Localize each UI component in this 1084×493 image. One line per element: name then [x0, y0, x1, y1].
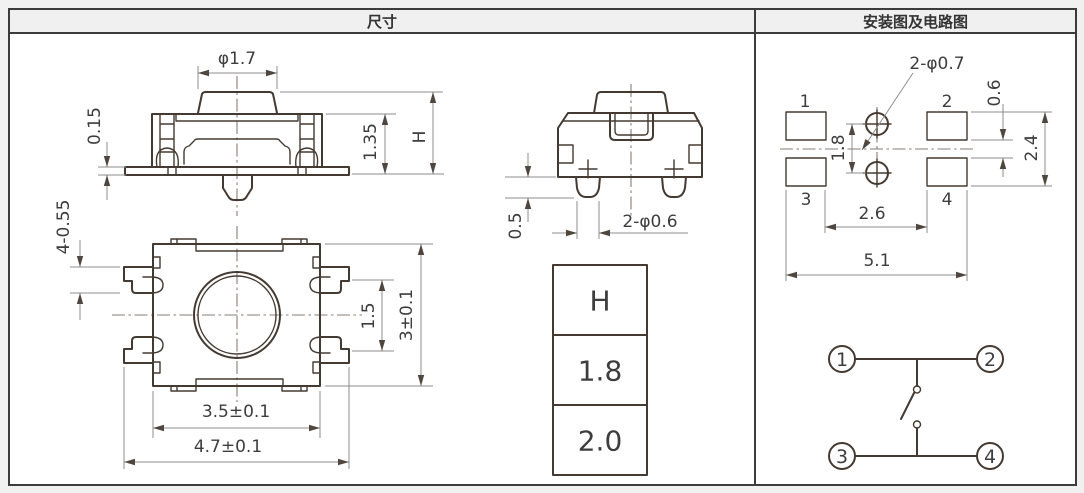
spec-table-frame: 尺寸 安装图及电路图: [8, 8, 1077, 486]
dimensions-panel-header: 尺寸: [10, 10, 756, 34]
mounting-panel-header: 安装图及电路图: [756, 10, 1075, 34]
dimensions-panel-title: 尺寸: [366, 12, 397, 31]
mounting-panel-title: 安装图及电路图: [862, 12, 968, 31]
dimensions-panel-body: [10, 34, 756, 484]
mounting-panel-body: [756, 34, 1075, 484]
